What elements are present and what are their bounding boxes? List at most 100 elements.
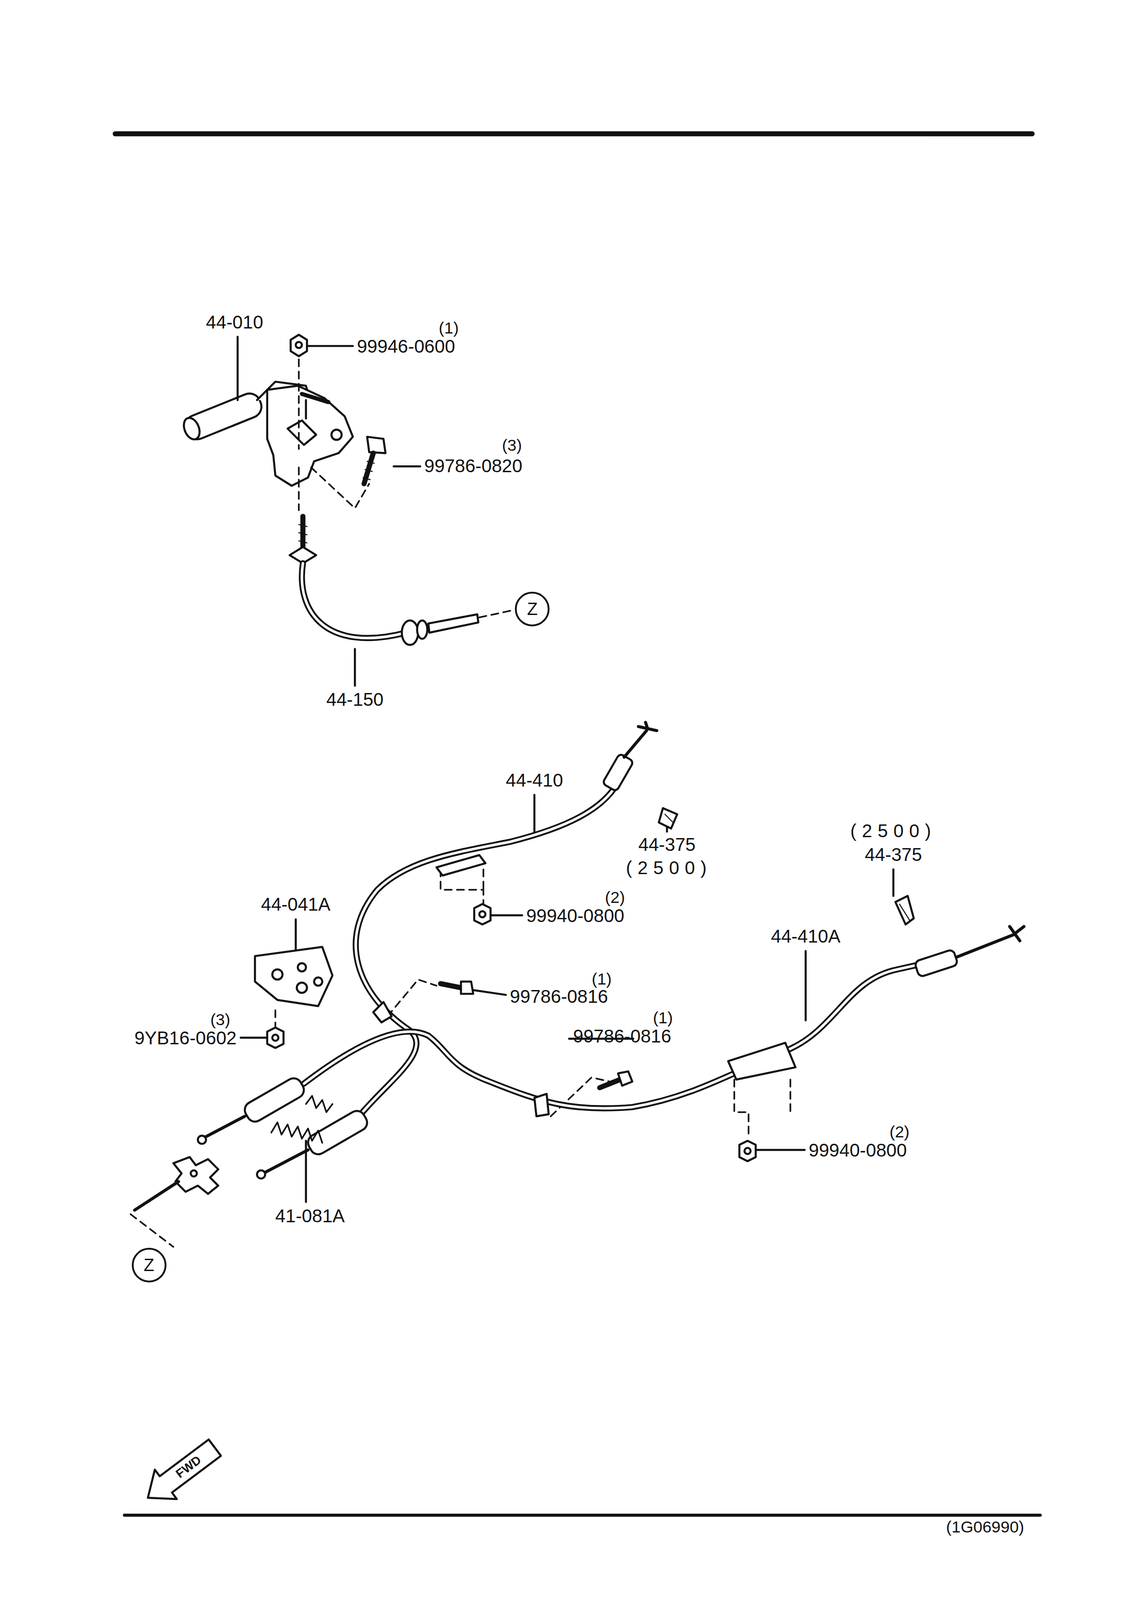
- nut-part: [272, 1034, 279, 1041]
- rear-cable-part: [534, 1093, 549, 1116]
- dashed-guide-part: [130, 1213, 174, 1247]
- page-rule-part: [124, 1513, 1041, 1517]
- rear-cable-part: [1009, 926, 1024, 941]
- rear-cable-part: [895, 895, 914, 925]
- rear-cable-part: [303, 964, 916, 1109]
- leader-line-part: [892, 869, 895, 896]
- leader-line-part: [471, 989, 506, 995]
- part-number: 44-375: [864, 845, 922, 864]
- cable-adjuster-part: [203, 1115, 245, 1138]
- dashed-guide-part: [297, 358, 300, 449]
- front-cable-part: [298, 532, 307, 535]
- engine-note: (2500): [850, 821, 937, 841]
- cable-adjuster-part: [241, 1074, 307, 1125]
- rear-cable-part: [728, 1042, 796, 1080]
- brake-lever-part: [305, 399, 307, 419]
- cable-adjuster: [197, 1074, 371, 1178]
- part-number: 44-375: [638, 835, 696, 854]
- leader-line-part: [804, 950, 807, 1020]
- part-number: 99940-0800: [526, 906, 625, 925]
- bolt-part: [617, 1070, 633, 1085]
- part-number: 99946-0600: [357, 337, 456, 356]
- rear-cable-part: [624, 730, 647, 757]
- nut-part: [744, 1147, 751, 1154]
- part-number: 44-410: [505, 771, 563, 790]
- mounting-plate-part: [314, 977, 323, 986]
- nut-part: [739, 1140, 756, 1161]
- leader-line-part: [393, 465, 421, 467]
- dashed-guide-part: [387, 979, 437, 1017]
- nut-part: [295, 341, 302, 348]
- page-rule: [115, 133, 1041, 1515]
- part-number: 44-150: [326, 690, 384, 709]
- engine-note: (2500): [626, 858, 713, 877]
- part-number: 41-081A: [275, 1206, 345, 1225]
- part-number: 44-410A: [771, 927, 841, 946]
- part-number: 9YB16-0602: [134, 1028, 237, 1048]
- quantity-note: (1): [438, 320, 459, 337]
- leader-line: [237, 336, 894, 1202]
- rear-cable: [303, 895, 1024, 1116]
- quantity-note: (2): [889, 1123, 910, 1141]
- brake-lever: [181, 381, 353, 486]
- rear-cable-part: [303, 964, 916, 1109]
- rear-cable-part: [602, 752, 634, 792]
- quantity-note: (1): [653, 1009, 674, 1027]
- bolt-part: [367, 461, 375, 463]
- nut-part: [290, 334, 307, 357]
- leader-line-part: [240, 1036, 268, 1038]
- front-cable: [289, 516, 479, 645]
- brake-lever-part: [267, 385, 353, 486]
- rear-cable-part: [355, 785, 617, 1116]
- nut: [267, 334, 756, 1161]
- front-cable-part: [301, 563, 406, 639]
- leader-line-part: [353, 648, 356, 686]
- leader-line-part: [754, 1148, 805, 1151]
- rear-cable-part: [899, 903, 910, 921]
- equalizer: [134, 1156, 218, 1210]
- leader-line-part: [489, 913, 523, 916]
- forward-arrow-part: [147, 1438, 221, 1499]
- rear-cable: [355, 722, 678, 1116]
- part-number: 44-010: [206, 313, 264, 332]
- nut-part: [267, 1027, 284, 1048]
- part-number: 99786-0816: [573, 1027, 672, 1046]
- rear-cable-part: [355, 785, 617, 1116]
- quantity-note: (3): [502, 437, 523, 454]
- brake-lever-part: [181, 415, 203, 442]
- forward-mark: FWD: [173, 1453, 204, 1480]
- part-number: 99786-0820: [424, 456, 523, 476]
- rear-cable-part: [658, 807, 678, 829]
- reference-circle: Z: [131, 1247, 167, 1282]
- part-number: 44-041A: [260, 895, 331, 914]
- bolt-part: [440, 983, 462, 988]
- brake-lever-part: [331, 429, 342, 440]
- front-cable-part: [298, 524, 307, 527]
- leader-line-part: [236, 336, 239, 400]
- equalizer-part: [134, 1181, 179, 1210]
- dashed-guide-part: [479, 610, 514, 618]
- equalizer-part: [173, 1156, 218, 1194]
- rear-cable-part: [638, 722, 657, 731]
- leader-line-part: [533, 794, 536, 835]
- dashed-guide-part: [482, 869, 485, 890]
- quantity-note: (2): [605, 889, 626, 906]
- return-spring: [271, 1095, 333, 1143]
- return-spring-part: [271, 1121, 323, 1143]
- rear-cable-part: [373, 1001, 392, 1023]
- part-number: 99940-0800: [808, 1141, 907, 1160]
- dashed-guide-part: [274, 1009, 277, 1028]
- leader-line-part: [307, 344, 353, 347]
- brake-lever-part: [287, 420, 317, 446]
- rear-cable-part: [956, 934, 1014, 957]
- mounting-plate-part: [272, 969, 283, 980]
- bolt-part: [367, 436, 386, 453]
- mounting-plate: [254, 946, 333, 1007]
- quantity-note: (1): [591, 970, 613, 988]
- bolt-part: [461, 981, 474, 994]
- mounting-plate-part: [254, 946, 333, 1007]
- figure-code: (1G06990): [946, 1518, 1025, 1536]
- reference-letter: Z: [143, 1255, 155, 1274]
